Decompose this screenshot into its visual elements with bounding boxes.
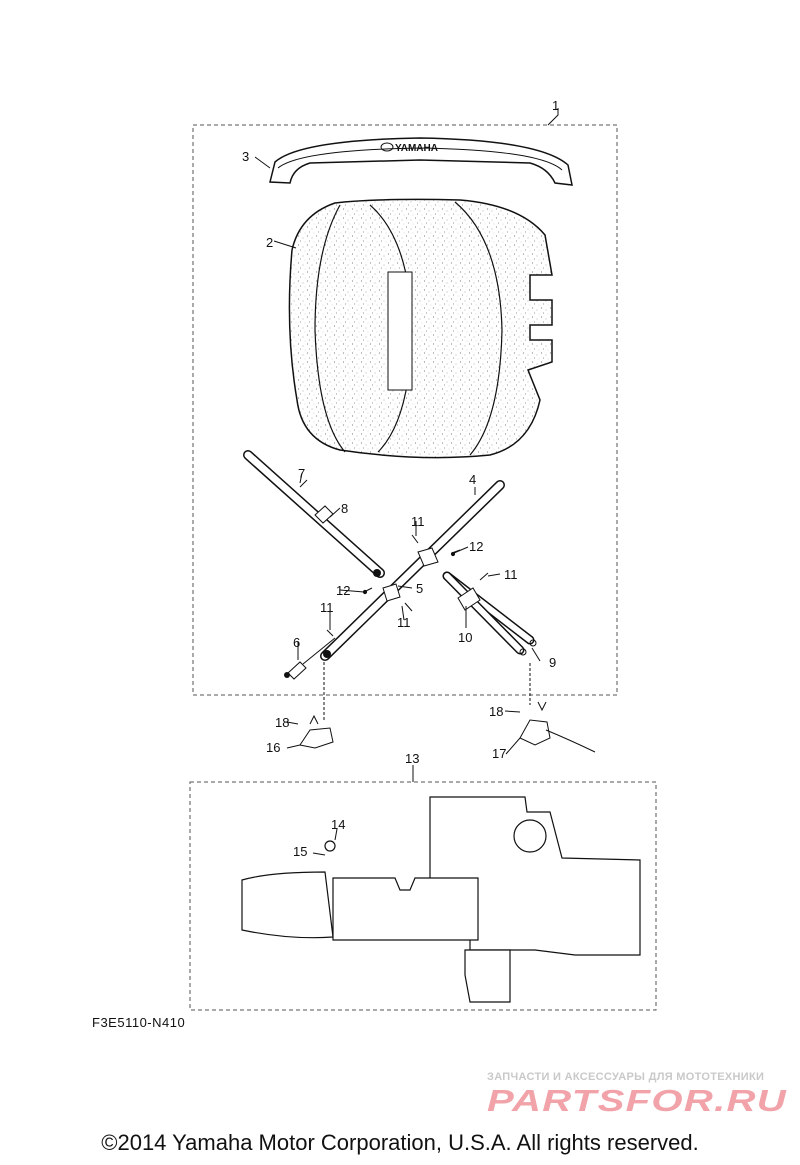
callout-8: 8 (341, 501, 348, 516)
brand-logo-icon (380, 142, 394, 152)
tube-part-9-10 (442, 571, 537, 656)
handle-pole-part-4 (320, 480, 505, 661)
copyright-notice: ©2014 Yamaha Motor Corporation, U.S.A. A… (101, 1130, 699, 1155)
badge-text: YAMAHA (395, 143, 438, 154)
handle-pole-part-7 (243, 450, 385, 578)
bracket-part-16 (299, 662, 334, 749)
assembly-1-frame (192, 124, 618, 696)
bracket-part-17 (519, 663, 596, 753)
callout-17: 17 (492, 746, 506, 761)
callout-1: 1 (552, 98, 559, 113)
callout-15: 15 (293, 844, 307, 859)
watermark-tagline: ЗАПЧАСТИ И АКСЕССУАРЫ ДЛЯ МОТОТЕХНИКИ (487, 1071, 765, 1083)
callout-11-b: 11 (504, 567, 518, 582)
callout-2: 2 (266, 235, 273, 250)
deck-mat-part-13 (241, 796, 641, 1003)
callout-18-a: 18 (275, 715, 289, 730)
callout-9: 9 (549, 655, 556, 670)
callout-11-d: 11 (320, 600, 334, 615)
callout-12-b: 12 (336, 583, 350, 598)
assembly-13-frame (189, 781, 657, 1011)
hook-part-6 (284, 637, 336, 680)
callout-13: 13 (405, 751, 419, 766)
callout-18-b: 18 (489, 704, 503, 719)
callout-6: 6 (293, 635, 300, 650)
watermark-logo-text: PARTSFOR.RU (487, 1085, 788, 1115)
callout-5: 5 (416, 581, 423, 596)
watermark-logo: PARTSFOR.RU (487, 1085, 788, 1115)
leader-lines (254, 108, 559, 856)
diagram-code: F3E5110-N410 (92, 1015, 186, 1030)
callout-3: 3 (242, 149, 249, 164)
callout-11-c: 11 (397, 615, 411, 630)
callout-4: 4 (469, 472, 476, 487)
callout-11-a: 11 (411, 514, 425, 529)
callout-10: 10 (458, 630, 472, 645)
callout-16: 16 (266, 740, 280, 755)
callout-12-a: 12 (469, 539, 483, 554)
callout-7: 7 (298, 466, 305, 481)
top-handle-part: YAMAHA (269, 137, 573, 186)
seat-cushion-part (288, 198, 553, 459)
callout-14: 14 (331, 817, 345, 832)
